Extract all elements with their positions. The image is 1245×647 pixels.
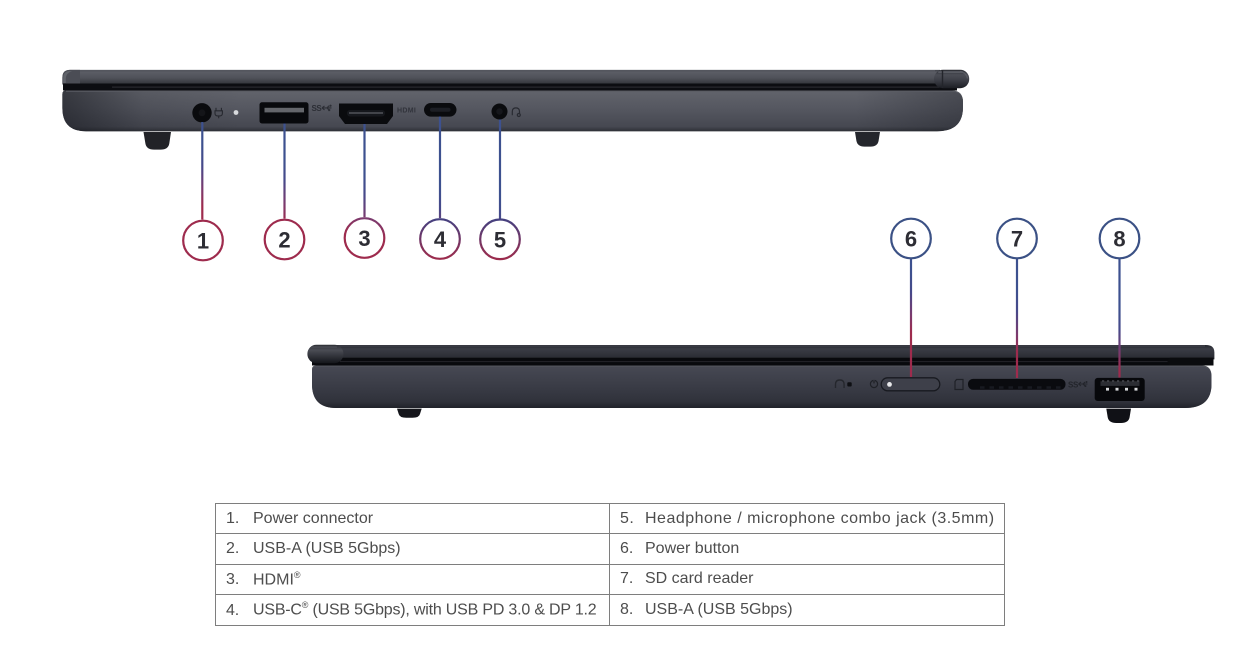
- svg-text:5: 5: [494, 227, 506, 252]
- svg-text:SS: SS: [312, 104, 323, 113]
- svg-text:SS: SS: [1068, 380, 1079, 389]
- svg-text:2: 2: [278, 228, 290, 253]
- svg-text:6: 6: [905, 227, 917, 252]
- svg-text:8: 8: [1113, 227, 1125, 252]
- svg-text:1: 1: [197, 229, 209, 254]
- svg-text:7: 7: [1011, 227, 1023, 252]
- svg-text:HDMI: HDMI: [397, 107, 416, 114]
- svg-text:3: 3: [358, 226, 370, 251]
- svg-text:4: 4: [434, 227, 447, 252]
